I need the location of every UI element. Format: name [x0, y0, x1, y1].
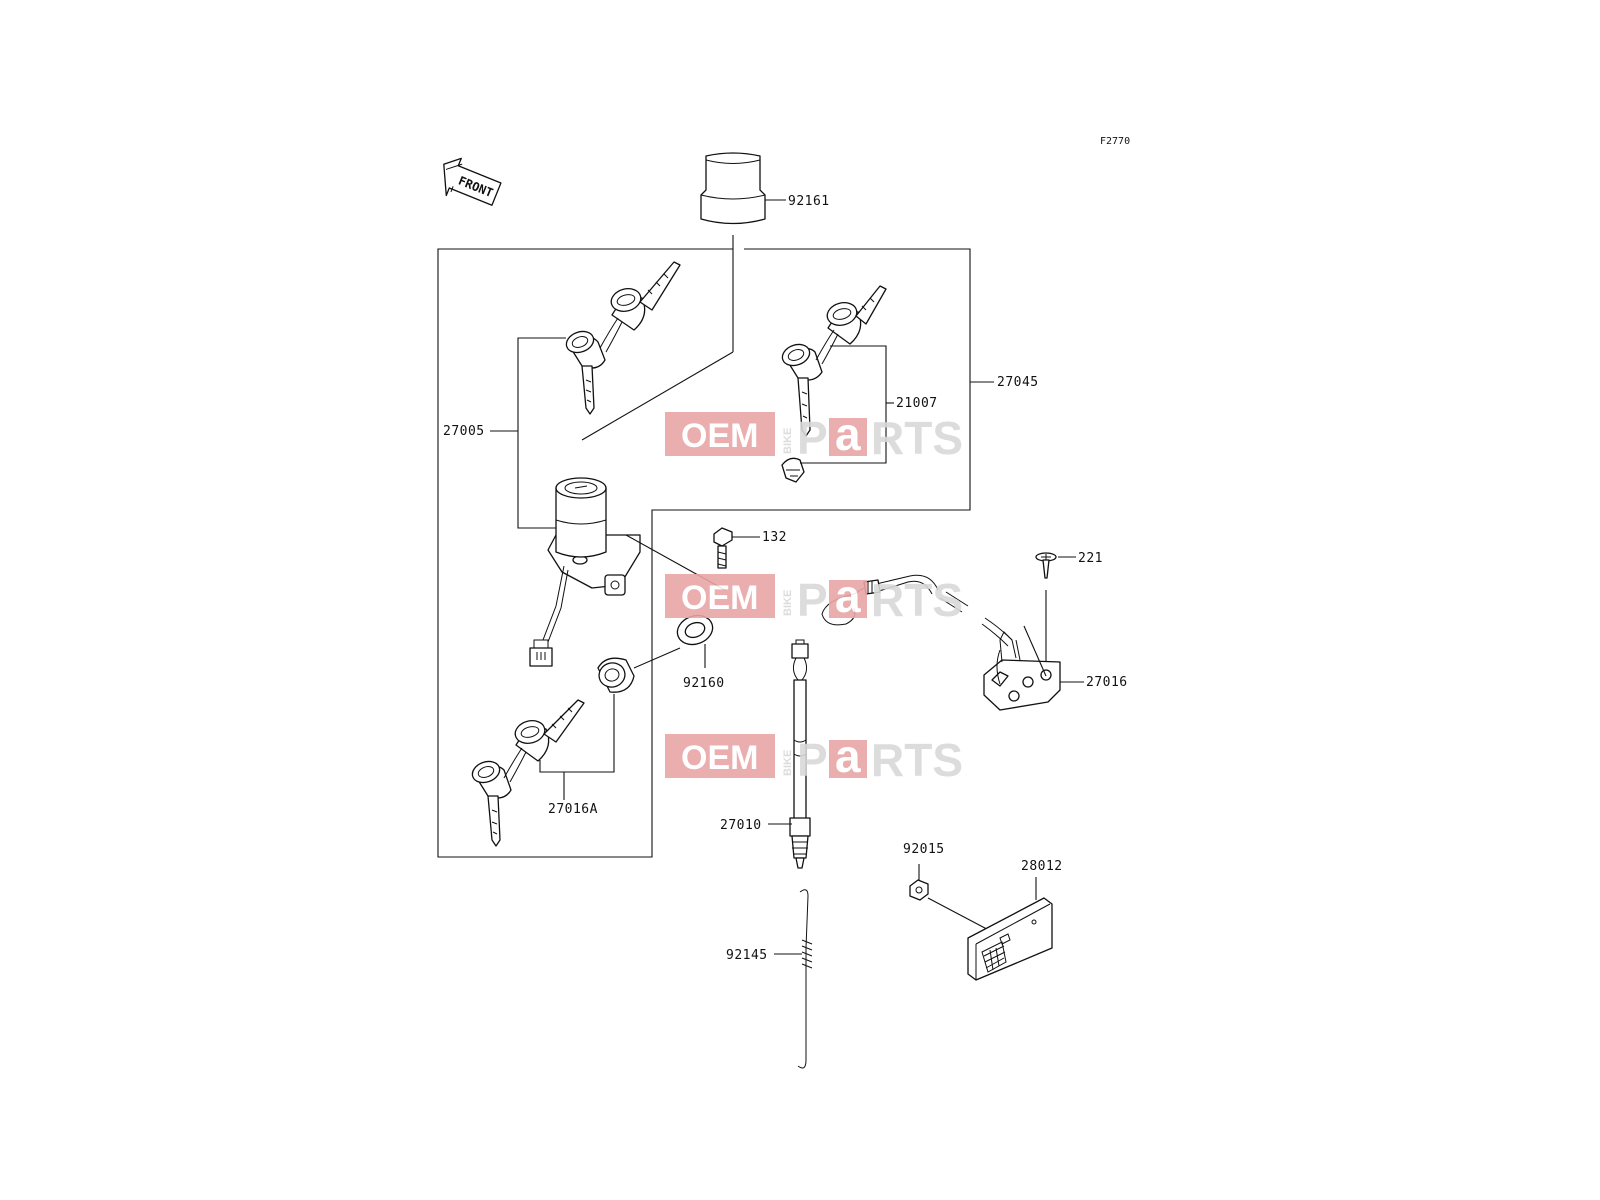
rubber-cap — [700, 152, 766, 225]
part-number-27016[interactable]: 27016 — [1086, 675, 1128, 690]
part-number-132[interactable]: 132 — [762, 530, 787, 545]
part-number-28012[interactable]: 28012 — [1021, 859, 1063, 874]
grommet — [676, 614, 714, 646]
watermark-parts-a: a — [835, 408, 861, 460]
front-arrow-icon: FRONT — [443, 157, 502, 206]
watermark-oem: OEM — [681, 739, 758, 777]
watermark-parts-p: P — [797, 412, 828, 464]
spring — [797, 889, 813, 1069]
watermark-logo-2: OEM BIKE P a RTS — [665, 570, 963, 626]
watermark-oem: OEM — [681, 579, 758, 617]
reflector — [967, 897, 1053, 981]
part-number-92161[interactable]: 92161 — [788, 194, 830, 209]
part-number-92145[interactable]: 92145 — [726, 948, 768, 963]
watermark-bike: BIKE — [782, 428, 794, 454]
watermark-a-box — [829, 418, 867, 456]
part-number-27005[interactable]: 27005 — [443, 424, 485, 439]
kit-boundary — [437, 235, 971, 858]
key-pair-bottom — [471, 699, 585, 847]
watermark-bike: BIKE — [782, 590, 794, 616]
part-number-221[interactable]: 221 — [1078, 551, 1103, 566]
watermark-parts-a: a — [835, 570, 861, 622]
watermark-bike: BIKE — [782, 750, 794, 776]
part-number-27016A[interactable]: 27016A — [548, 802, 598, 817]
watermark-oem-box — [665, 574, 775, 618]
part-number-27045[interactable]: 27045 — [997, 375, 1039, 390]
key-pair-right — [781, 285, 887, 483]
watermark-logo-3: OEM BIKE P a RTS — [665, 730, 963, 786]
part-number-92160[interactable]: 92160 — [683, 676, 725, 691]
seat-lock — [821, 574, 1061, 711]
part-number-21007[interactable]: 21007 — [896, 396, 938, 411]
watermark-parts-p: P — [797, 734, 828, 786]
nut — [909, 879, 929, 901]
watermark-parts-p: P — [797, 574, 828, 626]
switch-27010 — [789, 639, 811, 869]
part-number-27010[interactable]: 27010 — [720, 818, 762, 833]
bolt — [713, 527, 733, 569]
watermark: OEM BIKE P a RTS OEM BIKE P a RTS OEM BI… — [665, 408, 963, 786]
watermark-oem-box — [665, 734, 775, 778]
screw — [1035, 552, 1057, 579]
watermark-logo-1: OEM BIKE P a RTS — [665, 408, 963, 464]
watermark-parts-a: a — [835, 730, 861, 782]
watermark-oem-box — [665, 412, 775, 456]
lock-cylinder — [597, 657, 635, 693]
ignition-switch — [529, 477, 641, 667]
watermark-oem: OEM — [681, 417, 758, 455]
watermark-parts-rts: RTS — [871, 412, 963, 464]
watermark-parts-rts: RTS — [871, 734, 963, 786]
key-pair-top — [565, 261, 681, 415]
part-number-92015[interactable]: 92015 — [903, 842, 945, 857]
watermark-a-box — [829, 740, 867, 778]
diagram-code: F2770 — [1100, 136, 1130, 147]
watermark-parts-rts: RTS — [871, 574, 963, 626]
watermark-a-box — [829, 580, 867, 618]
